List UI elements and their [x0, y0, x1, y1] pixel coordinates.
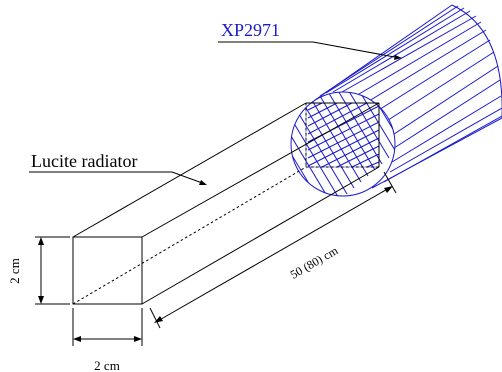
height-label: 2 cm: [7, 258, 22, 284]
radiator-top-left-edge: [72, 102, 307, 238]
length-dimension: [149, 171, 397, 329]
pmt-face-circle: [290, 91, 396, 197]
pmt-back-arc: [451, 4, 502, 118]
pmt-label: XP2971: [221, 20, 280, 40]
radiator-front-face: [72, 236, 143, 305]
width-label: 2 cm: [94, 358, 120, 372]
height-dimension: [35, 236, 70, 305]
pmt-body-stripes: [319, 5, 502, 183]
radiator-hidden-bottom-edge: [72, 166, 307, 305]
width-dimension: [72, 308, 143, 346]
radiator-bottom-right-edge: [141, 166, 380, 305]
leader-lines: [29, 41, 402, 185]
length-label: 50 (80) cm: [288, 243, 341, 282]
radiator-label: Lucite radiator: [31, 151, 137, 171]
lucite-radiator: [72, 102, 380, 305]
photomultiplier-tube: [290, 4, 502, 197]
radiator-top-right-edge: [141, 102, 380, 238]
